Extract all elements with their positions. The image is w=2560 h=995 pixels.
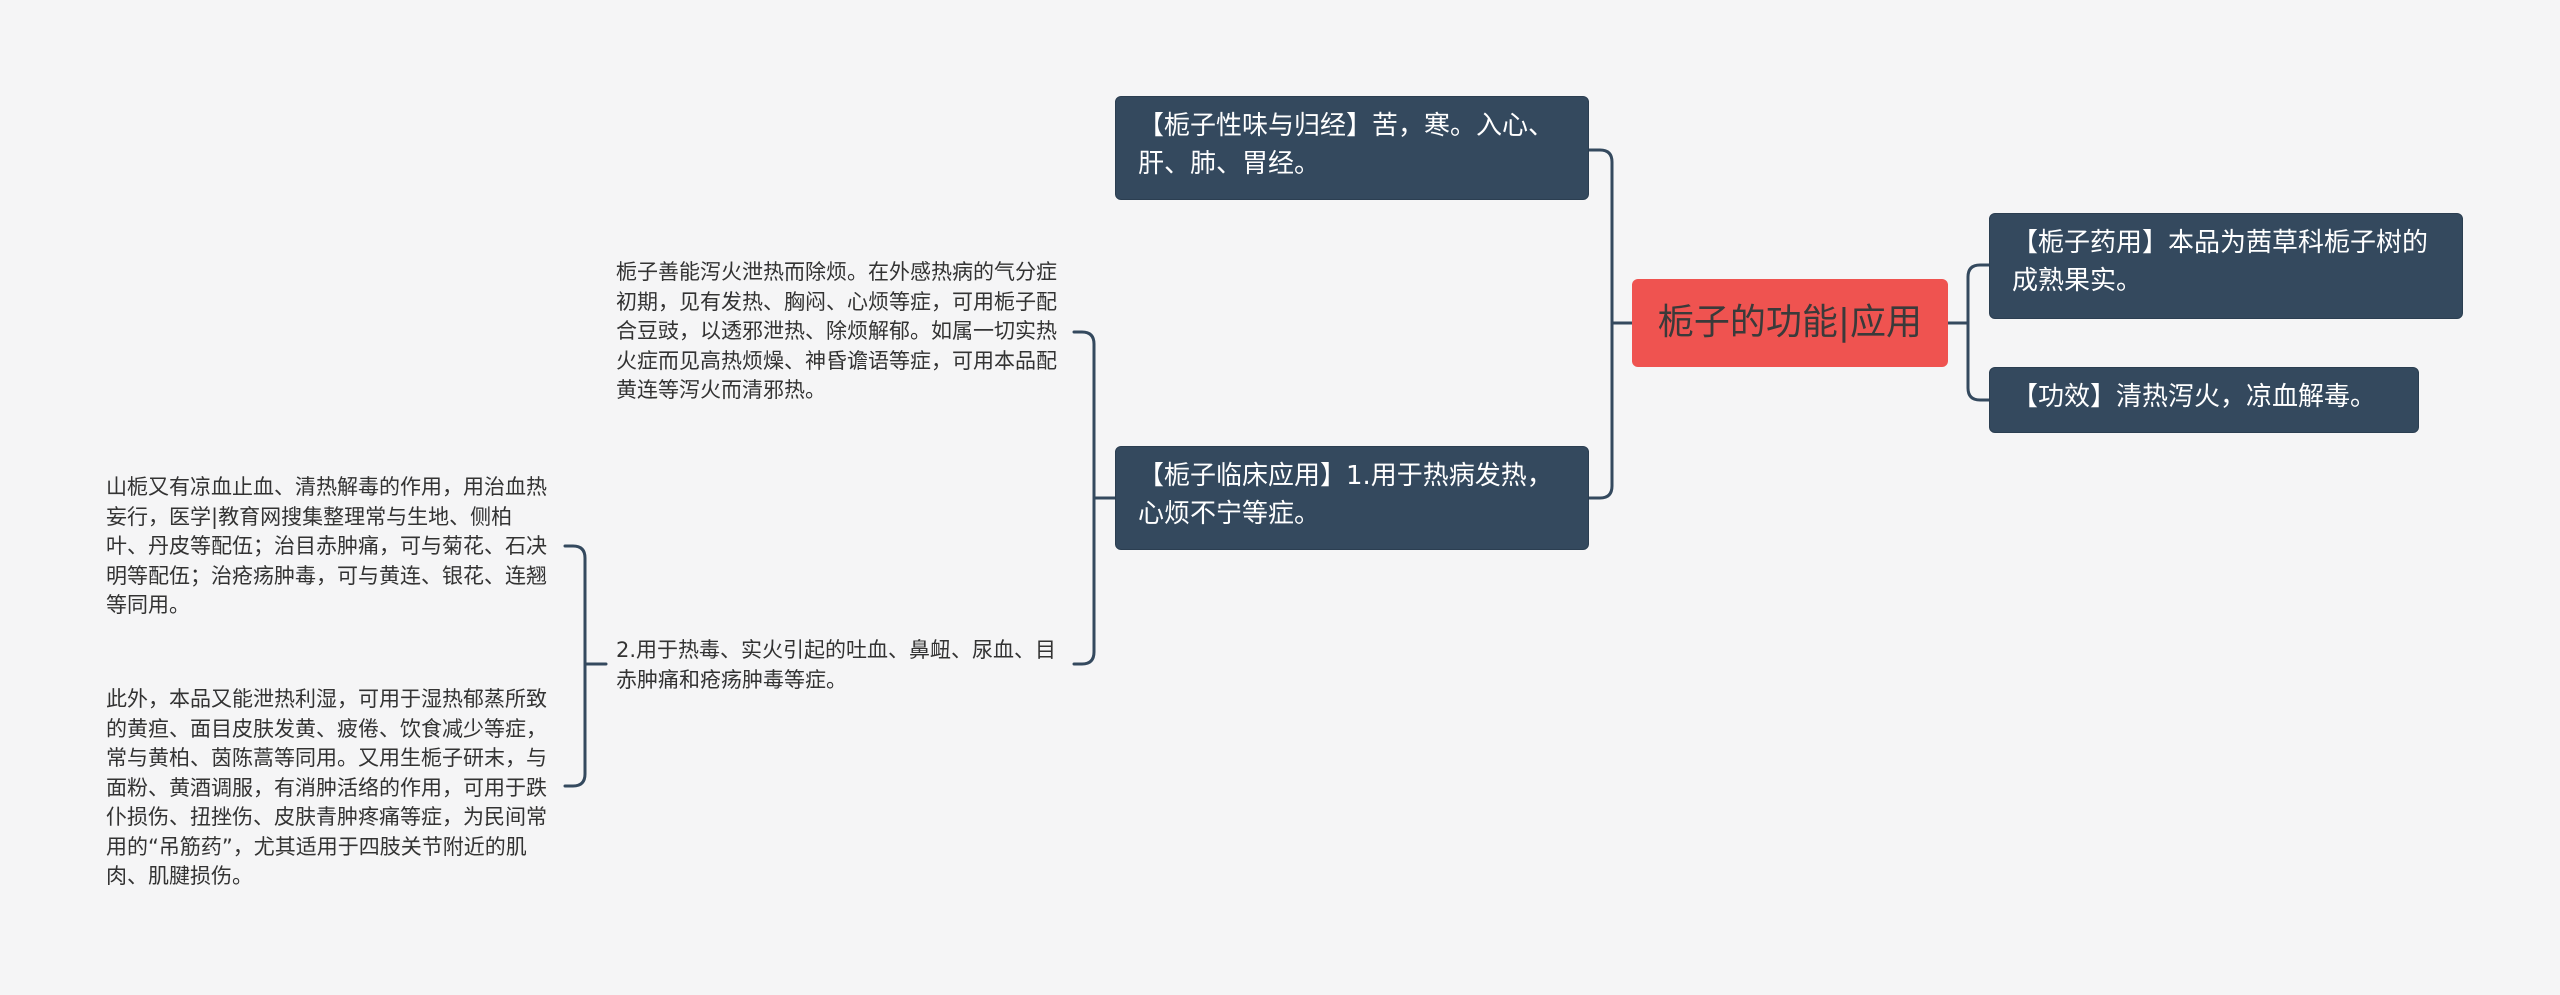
node-medicinal-source[interactable]: 【栀子药用】本品为茜草科栀子树的成熟果实。 [1989, 213, 2463, 319]
node-nature-meridian[interactable]: 【栀子性味与归经】苦，寒。入心、肝、肺、胃经。 [1115, 96, 1589, 200]
connector-root-right-spine [1966, 263, 1991, 402]
text-bleeding-use[interactable]: 2.用于热毒、实火引起的吐血、鼻衄、尿血、目赤肿痛和疮疡肿毒等症。 [616, 638, 1057, 692]
connector-root-left-spine [1587, 148, 1614, 500]
node-clinical-use[interactable]: 【栀子临床应用】1.用于热病发热，心烦不宁等症。 [1115, 446, 1589, 550]
node-efficacy[interactable]: 【功效】清热泻火，凉血解毒。 [1989, 367, 2419, 433]
text-cooling-blood[interactable]: 山栀又有凉血止血、清热解毒的作用，用治血热妄行，医学|教育网搜集整理常与生地、侧… [106, 475, 547, 617]
text-damp-heat[interactable]: 此外，本品又能泄热利湿，可用于湿热郁蒸所致的黄疸、面目皮肤发黄、疲倦、饮食减少等… [106, 687, 547, 888]
root-node[interactable]: 栀子的功能|应用 [1632, 279, 1948, 367]
connector-bleeding-spine [563, 544, 587, 788]
text-fever-note[interactable]: 栀子善能泻火泄热而除烦。在外感热病的气分症初期，见有发热、胸闷、心烦等症，可用栀… [616, 260, 1057, 402]
connector-clinical-spine [1072, 330, 1096, 666]
